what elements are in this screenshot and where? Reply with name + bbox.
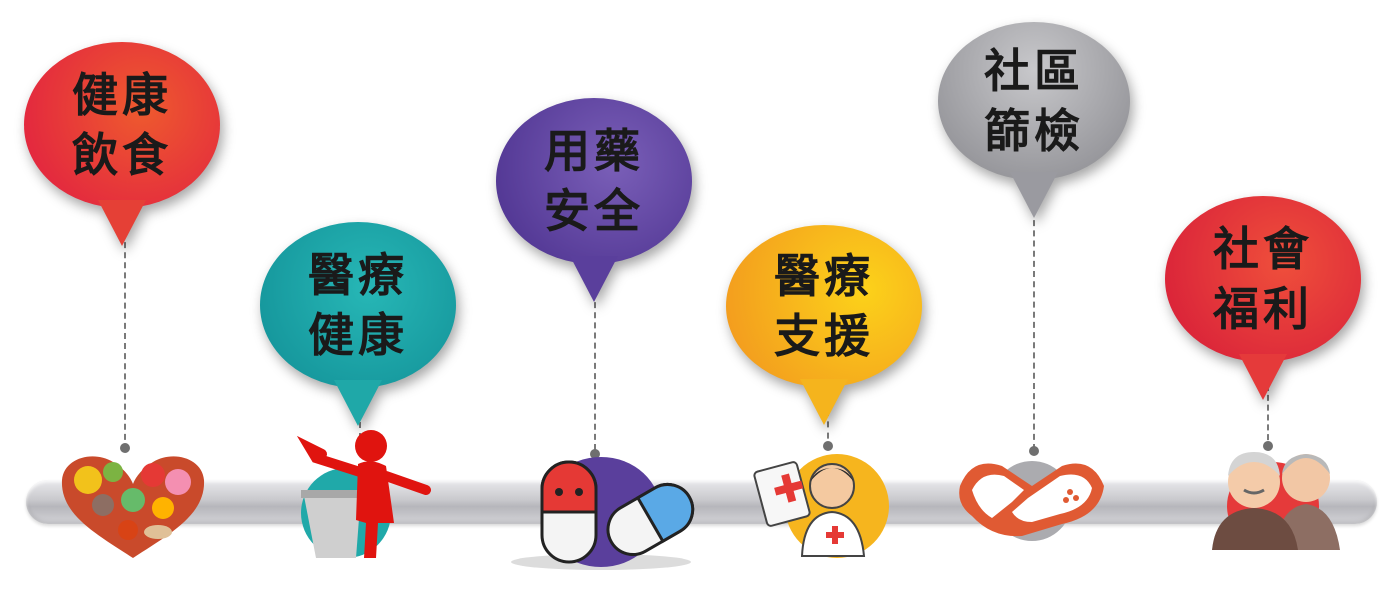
bubble-label-line2: 健康: [308, 308, 408, 362]
bubble-community-screening: 社區 篩檢: [938, 22, 1130, 218]
timeline-track: [26, 480, 1377, 524]
connector-dot: [120, 443, 130, 453]
connector-line: [594, 292, 596, 450]
bubble-label-line1: 醫療: [308, 248, 408, 302]
doctor-icon: [752, 446, 892, 570]
bubble-label-line1: 社會: [1213, 222, 1313, 276]
bubble-medical-support: 醫療 支援: [726, 225, 922, 425]
connector-dot: [1029, 446, 1039, 456]
pill-capsule-icon: [506, 452, 696, 576]
connector-line: [1033, 210, 1035, 450]
connector-line: [1267, 385, 1269, 450]
bubble-label-line2: 飲食: [72, 128, 172, 182]
handshake-icon: [952, 446, 1112, 550]
bubble-label-line1: 醫療: [774, 249, 874, 303]
bubble-social-welfare: 社會 福利: [1165, 196, 1361, 400]
connector-dot: [823, 441, 833, 451]
food-heart-icon: [58, 450, 208, 564]
elderly-couple-icon: [1208, 446, 1354, 554]
bubble-label-line2: 篩檢: [984, 104, 1084, 158]
bubble-medical-health: 醫療 健康: [260, 222, 456, 426]
bubble-healthy-diet: 健康 飲食: [24, 42, 220, 246]
connector-dot: [590, 449, 600, 459]
bubble-label-line1: 健康: [72, 68, 172, 122]
connector-dot: [1263, 441, 1273, 451]
connector-line: [827, 410, 829, 450]
bubble-label-line2: 支援: [774, 309, 874, 363]
bubble-label-line1: 社區: [984, 44, 1084, 98]
speaker-podium-icon: [296, 428, 436, 572]
bubble-label-line2: 安全: [544, 184, 644, 238]
bubble-label-line1: 用藥: [544, 124, 644, 178]
bubble-medication-safety: 用藥 安全: [496, 98, 692, 302]
bubble-label-line2: 福利: [1213, 282, 1313, 336]
connector-line: [124, 232, 126, 450]
